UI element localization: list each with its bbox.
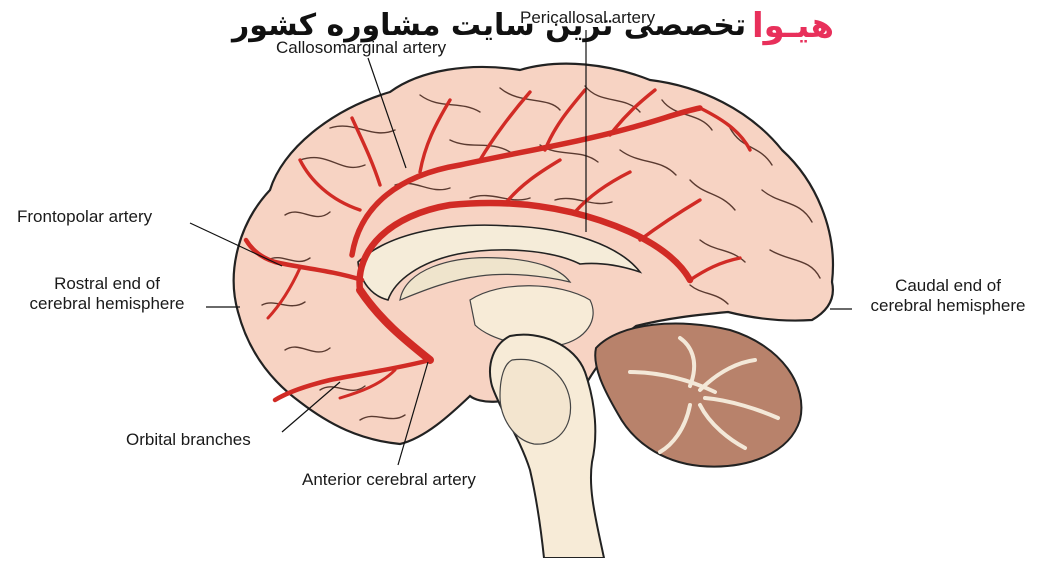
label-rostral-line2: cerebral hemisphere — [8, 294, 206, 314]
label-frontopolar-artery: Frontopolar artery — [17, 207, 152, 227]
watermark-slogan: تخصصی ترین سایت مشاوره کشور — [232, 6, 746, 46]
label-anterior-cerebral-artery: Anterior cerebral artery — [302, 470, 476, 490]
label-orbital-branches: Orbital branches — [126, 430, 251, 450]
label-caudal-line1: Caudal end of — [853, 276, 1043, 296]
label-caudal-line2: cerebral hemisphere — [853, 296, 1043, 316]
label-caudal-end: Caudal end of cerebral hemisphere — [853, 276, 1043, 316]
watermark-brand: هیـوا — [752, 6, 834, 46]
label-rostral-end: Rostral end of cerebral hemisphere — [8, 274, 206, 314]
cerebellum-body — [595, 324, 801, 467]
label-rostral-line1: Rostral end of — [8, 274, 206, 294]
cerebellum — [595, 324, 801, 467]
